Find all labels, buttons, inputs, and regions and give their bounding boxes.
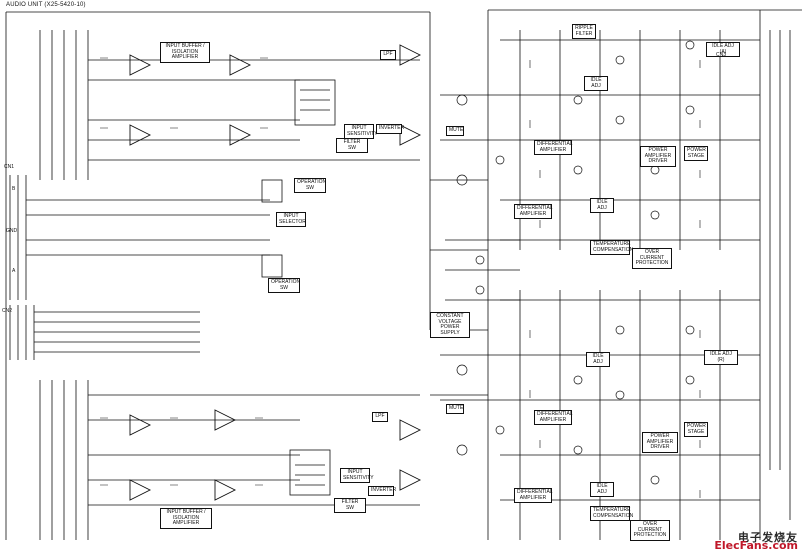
filter-switch-blocks bbox=[261, 79, 336, 496]
ripple-filter: RIPPLE FILTER bbox=[572, 24, 596, 40]
overcurrent-protection-1: OVER CURRENT PROTECTION bbox=[632, 248, 672, 269]
input-selector: INPUT SELECTOR bbox=[276, 212, 306, 228]
input-buffer-top: INPUT BUFFER / ISOLATION AMPLIFIER bbox=[160, 42, 210, 63]
frame-lines bbox=[5, 9, 802, 540]
diff-amp-1: DIFFERENTIAL AMPLIFIER bbox=[534, 140, 573, 156]
left-bus bbox=[9, 30, 420, 540]
filter-sw-top: FILTER SW bbox=[336, 138, 368, 154]
idle-adj-2: IDLE ADJ bbox=[590, 198, 614, 214]
idle-adj-r: IDLE ADJ (R) bbox=[704, 350, 738, 366]
diff-amp-4: DIFFERENTIAL AMPLIFIER bbox=[514, 488, 553, 504]
power-stage-2: POWER STAGE bbox=[684, 422, 708, 438]
watermark-line2: ElecFans.com bbox=[714, 539, 798, 552]
idle-adj-a: IDLE ADJ (A) bbox=[706, 42, 740, 58]
diff-amp-2: DIFFERENTIAL AMPLIFIER bbox=[514, 204, 553, 220]
connector-a: A bbox=[12, 268, 16, 274]
input-buffer-bottom: INPUT BUFFER / ISOLATION AMPLIFIER bbox=[160, 508, 212, 529]
lpf-top: LPF bbox=[380, 50, 396, 60]
connector-b: B bbox=[12, 186, 16, 192]
mute-bottom: MUTE bbox=[446, 404, 464, 414]
opamp-stages bbox=[129, 44, 422, 501]
temp-compensation-1: TEMPERATURE COMPENSATION bbox=[590, 240, 633, 256]
temp-compensation-2: TEMPERATURE COMPENSATION bbox=[590, 506, 633, 522]
filter-sw-bottom: FILTER SW bbox=[334, 498, 366, 514]
input-sensitivity-top: INPUT SENSITIVITY bbox=[344, 124, 378, 140]
operation-sw-top: OPERATION SW bbox=[294, 178, 326, 194]
idle-adj-4: IDLE ADJ bbox=[590, 482, 614, 498]
cv-power-supply: CONSTANT VOLTAGE POWER SUPPLY bbox=[430, 312, 470, 339]
watermark-logo: 电子发烧友 ElecFans.com bbox=[694, 529, 798, 552]
power-stage-1: POWER STAGE bbox=[684, 146, 708, 162]
diff-amp-3: DIFFERENTIAL AMPLIFIER bbox=[534, 410, 573, 426]
inverter-top: INVERTER bbox=[376, 124, 404, 134]
sheet-title: AUDIO UNIT (X25-5420-10) bbox=[6, 2, 86, 8]
connector-cn3: CN3 bbox=[716, 52, 727, 58]
lpf-bottom: LPF bbox=[372, 412, 388, 422]
input-sensitivity-bottom: INPUT SENSITIVITY bbox=[340, 468, 374, 484]
idle-adj-3: IDLE ADJ bbox=[586, 352, 610, 368]
inverter-bottom: INVERTER bbox=[368, 486, 396, 496]
overcurrent-protection-2: OVER CURRENT PROTECTION bbox=[630, 520, 670, 541]
power-amp-driver-2: POWER AMPLIFIER DRIVER bbox=[642, 432, 678, 453]
idle-adj-1: IDLE ADJ bbox=[584, 76, 608, 92]
watermark-line1: 电子发烧友 bbox=[738, 532, 798, 544]
power-amp-driver-1: POWER AMPLIFIER DRIVER bbox=[640, 146, 676, 167]
operation-sw-bottom: OPERATION SW bbox=[268, 278, 300, 294]
connector-gnd: GND bbox=[6, 228, 18, 234]
connector-cn1: CN1 bbox=[4, 164, 15, 170]
connector-cn2: CN2 bbox=[2, 308, 13, 314]
mute-top: MUTE bbox=[446, 126, 464, 136]
